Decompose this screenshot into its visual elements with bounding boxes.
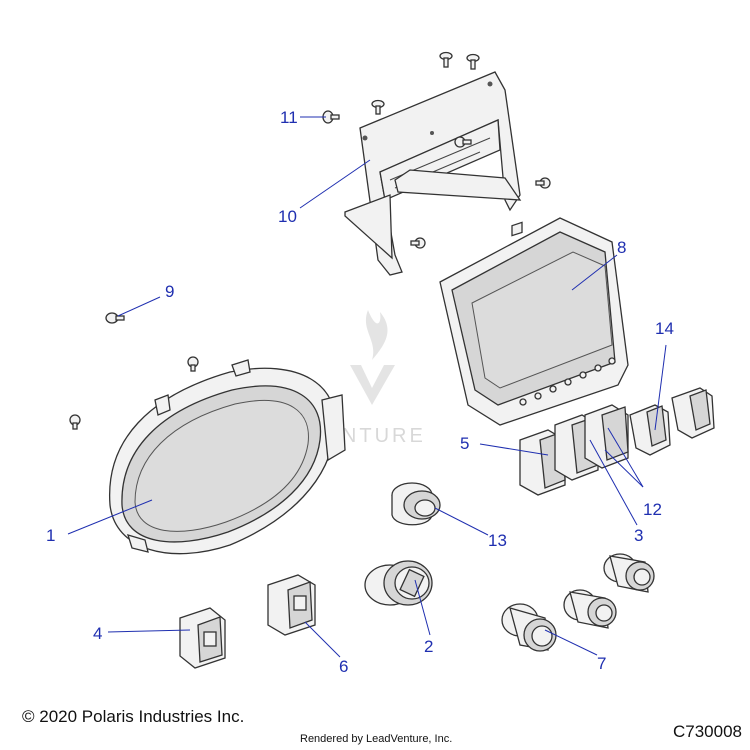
- display-unit: [439, 217, 629, 426]
- instrument-cluster: [109, 359, 346, 555]
- leader-lines: [67, 116, 667, 658]
- callout-2: 2: [424, 637, 433, 656]
- callout-3: 3: [634, 526, 643, 545]
- callout-13: 13: [488, 531, 507, 550]
- screw-small: [187, 356, 199, 372]
- callout-9: 9: [165, 282, 174, 301]
- callout-11: 11: [280, 108, 298, 127]
- rendered-by-text: Rendered by LeadVenture, Inc.: [300, 733, 453, 745]
- rocker-switches: [519, 404, 629, 496]
- outlet-c: [603, 553, 655, 593]
- outlet-a: [501, 603, 557, 652]
- screw-small: [69, 414, 81, 430]
- mounting-bracket: [344, 71, 522, 276]
- power-outlets: [501, 553, 655, 652]
- callout-8: 8: [617, 238, 626, 257]
- callout-4: 4: [93, 624, 102, 643]
- callout-12: 12: [643, 500, 662, 519]
- callout-10: 10: [278, 207, 297, 226]
- diagram-code: C730008: [672, 722, 742, 741]
- outlet-b: [563, 589, 617, 629]
- copyright-text: © 2020 Polaris Industries Inc.: [22, 707, 245, 726]
- callout-5: 5: [460, 434, 469, 453]
- callout-labels: 11 10 8 9 1 5 3 12 14 13 2 4 6 7: [46, 108, 674, 676]
- callout-14: 14: [655, 319, 674, 338]
- callout-6: 6: [339, 657, 348, 676]
- display-buttons: [511, 221, 523, 237]
- callout-1: 1: [46, 526, 55, 545]
- switch-4: [179, 607, 226, 669]
- callout-7: 7: [597, 654, 606, 673]
- ignition-switch: [364, 560, 433, 606]
- bracket-screws: [322, 51, 551, 249]
- screw-9: [105, 312, 125, 324]
- usb-port: [391, 482, 441, 526]
- switch-covers: [629, 387, 715, 456]
- switch-6: [267, 574, 316, 636]
